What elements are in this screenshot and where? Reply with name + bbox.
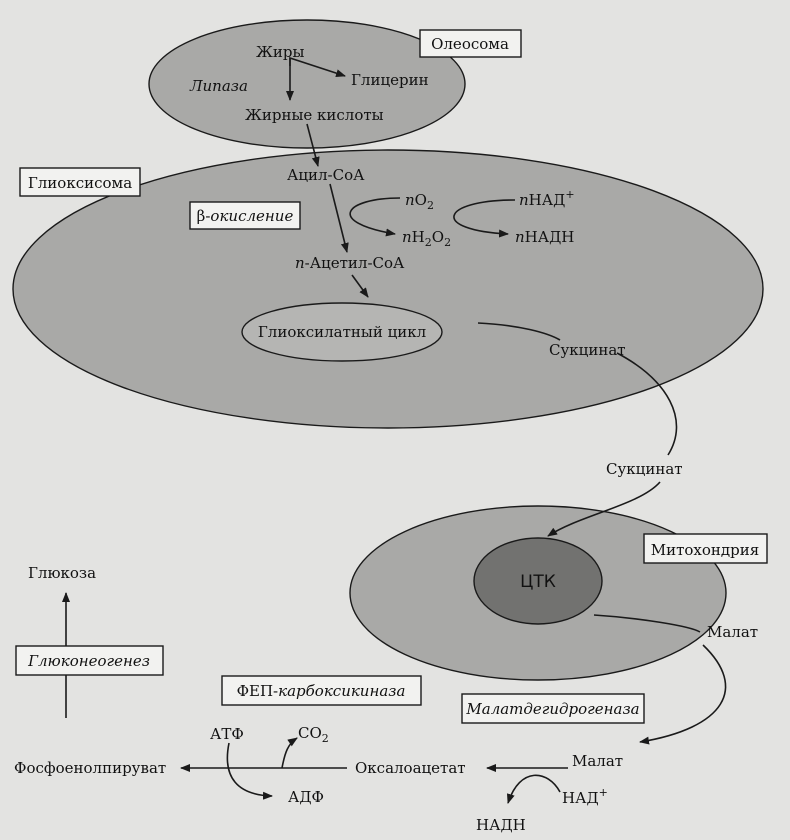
fatty-acids-to-acyl-coa-arrow: [306, 123, 320, 167]
malate-export-arrow: [639, 644, 727, 745]
malate-dehydrogenase-box: Малатдегидрогеназа: [461, 693, 645, 724]
malate-dehydrogenase-label: Малатдегидрогеназа: [465, 700, 639, 718]
beta-oxidation-label: β-окисление: [197, 207, 294, 225]
pep-label: Фосфоенолпируват: [14, 759, 166, 777]
beta-oxidation-arrow: [329, 183, 349, 253]
fats-label: Жиры: [256, 43, 304, 61]
o2-to-h2o2-arrow: [349, 197, 401, 237]
fatty-acids-label: Жирные кислоты: [245, 106, 384, 124]
ctk-label: ЦТК: [520, 572, 556, 592]
oleosome-label: Олеосома: [431, 35, 509, 53]
malate-mito-label: Малат: [707, 623, 758, 641]
atp-to-adp-arrow: [226, 742, 273, 800]
oleosome-label-box: Олеосома: [419, 29, 522, 58]
ctk-to-malate-line: [593, 614, 701, 633]
nadh-cytosol-label: НАДН: [476, 816, 526, 834]
acetyl-coa-to-cycle-arrow: [351, 274, 369, 298]
co2-release-arrow: [281, 737, 298, 769]
succinate-transport-label: Сукцинат: [606, 460, 683, 478]
succinate-export-line: [616, 352, 678, 456]
glyoxylate-cycle-label: Глиоксилатный цикл: [258, 323, 426, 341]
mitochondria-label: Митохондрия: [651, 541, 759, 559]
oleosome-ellipse: [148, 19, 466, 149]
glycerol-label: Глицерин: [351, 71, 429, 89]
succinate-glyoxysome-label: Сукцинат: [549, 341, 626, 359]
beta-oxidation-box: β-окисление: [189, 201, 301, 230]
acetyl-coa-label: n-Ацетил-СоА: [295, 254, 405, 272]
gluconeogenesis-box: Глюконеогенез: [15, 645, 164, 676]
nad-to-nadh-cytosol-arrow: [506, 774, 561, 804]
gluconeogenesis-label: Глюконеогенез: [27, 652, 150, 670]
cycle-to-succinate-line: [477, 322, 561, 341]
co2-label: CO2: [298, 724, 329, 745]
nad-to-nadh-arrow: [453, 199, 516, 238]
malate-cytosol-label: Малат: [572, 752, 623, 770]
pep-carboxykinase-box: ФЕП-карбоксикиназа: [221, 675, 422, 706]
glyoxylate-cycle-ellipse: [241, 302, 443, 362]
oxaloacetate-label: Оксалоацетат: [355, 759, 466, 777]
glyoxysome-label: Глиоксисома: [28, 174, 132, 192]
adp-label: АДФ: [288, 788, 324, 806]
lipase-label: Липаза: [189, 77, 248, 95]
o2-label: nO2: [405, 191, 434, 212]
ctk-core-ellipse: [473, 537, 603, 625]
mitochondria-label-box: Митохондрия: [643, 533, 768, 564]
pep-carboxykinase-label: ФЕП-карбоксикиназа: [237, 682, 406, 700]
nad-label: nНАД+: [519, 188, 575, 209]
glucose-label: Глюкоза: [28, 564, 96, 582]
nadh-label: nНАДН: [515, 228, 574, 246]
acyl-coa-label: Ацил-СоА: [287, 166, 365, 184]
atp-label: АТФ: [210, 725, 244, 743]
nad-cytosol-label: НАД+: [562, 786, 608, 807]
glyoxysome-label-box: Глиоксисома: [19, 167, 141, 197]
succinate-import-arrow: [547, 481, 661, 537]
h2o2-label: nH2O2: [402, 228, 451, 249]
